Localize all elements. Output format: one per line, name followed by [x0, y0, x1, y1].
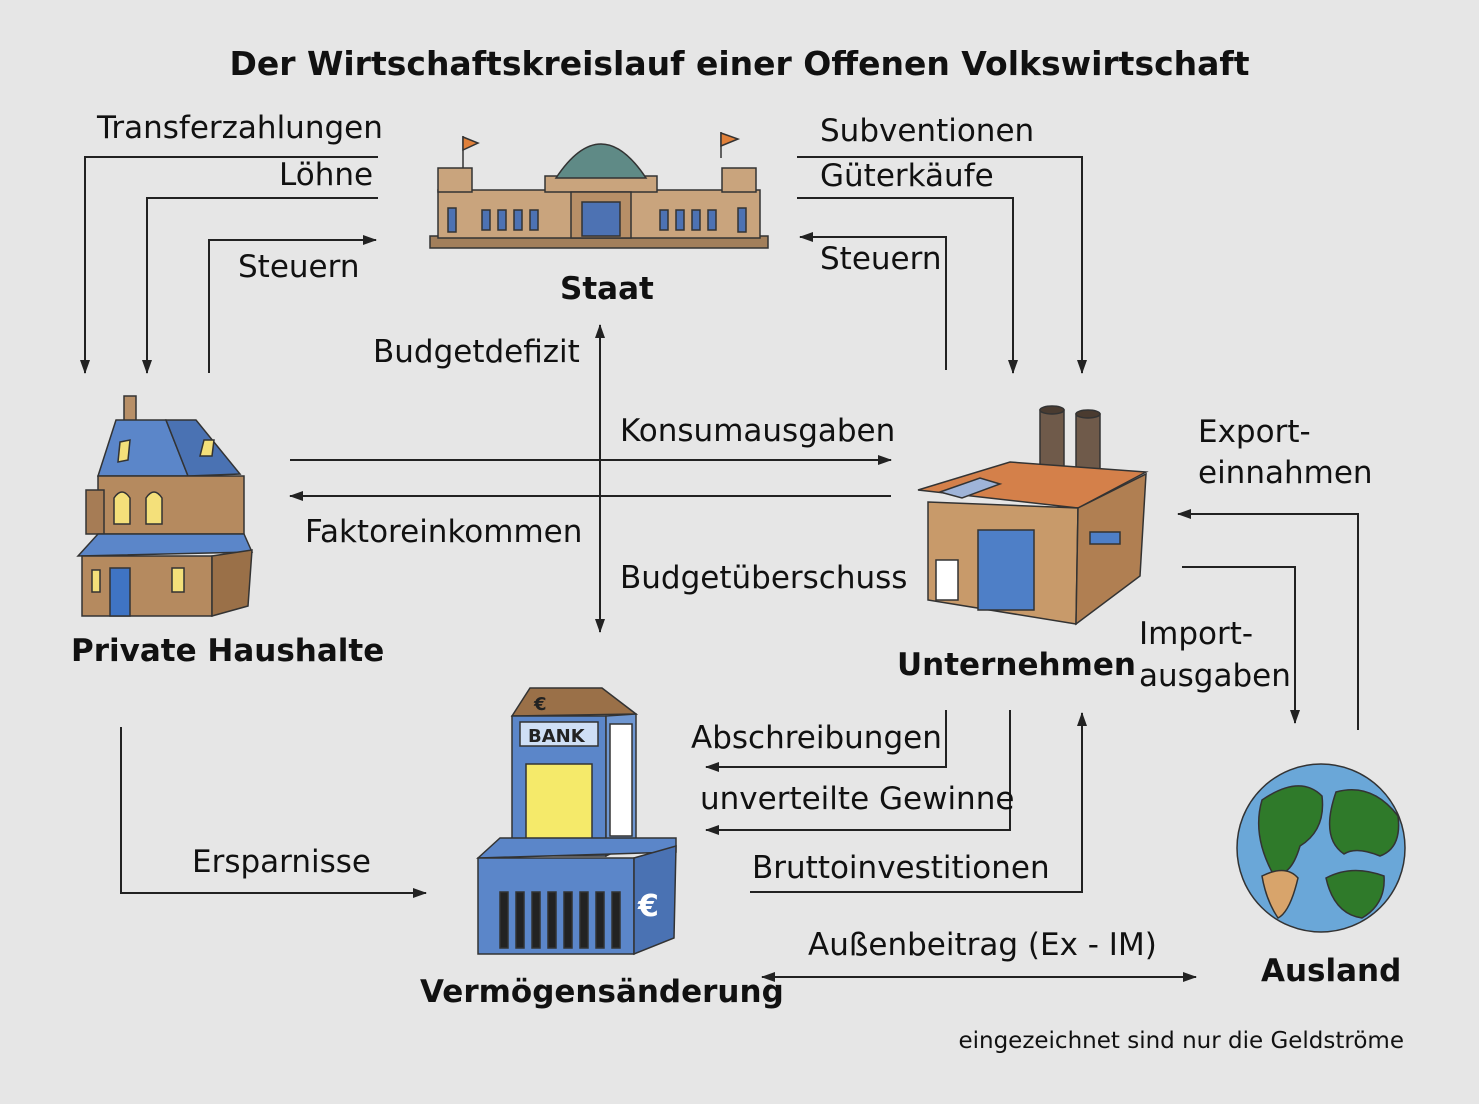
arrow-ersparnisse: [120, 727, 427, 898]
arrow-bruttoinvestitionen: [750, 712, 1087, 893]
flow-label-ersparnisse: Ersparnisse: [192, 844, 371, 880]
flow-label-budgetdefizit: Budgetdefizit: [373, 334, 580, 370]
flow-label-exporteinnahmen-2: einnahmen: [1198, 455, 1373, 491]
flow-label-unverteilte-gewinne: unverteilte Gewinne: [700, 781, 1015, 817]
arrow-subventionen: [797, 156, 1087, 374]
flow-label-gueterkaeufe: Güterkäufe: [820, 158, 994, 194]
flow-label-bruttoinvestitionen: Bruttoinvestitionen: [752, 850, 1050, 886]
flow-label-abschreibungen: Abschreibungen: [691, 720, 942, 756]
unternehmen-factory-icon: [917, 405, 1149, 626]
flow-label-loehne: Löhne: [279, 157, 374, 193]
flow-label-aussenbeitrag: Außenbeitrag (Ex - IM): [808, 927, 1157, 963]
node-label-haushalte: Private Haushalte: [71, 633, 385, 669]
staat-building-icon: [429, 131, 769, 249]
arrow-gueterkaeufe: [797, 197, 1018, 374]
node-label-vermoegen: Vermögensänderung: [420, 974, 784, 1010]
flow-label-importausgaben-1: Import-: [1139, 616, 1254, 652]
node-label-ausland: Ausland: [1261, 953, 1402, 989]
flow-label-exporteinnahmen-1: Export-: [1198, 414, 1311, 450]
node-label-staat: Staat: [560, 271, 654, 307]
haushalte-house-icon: [76, 395, 254, 617]
arrow-steuern-unternehmen: [799, 232, 947, 370]
ausland-globe-icon: [1236, 763, 1406, 933]
flow-label-subventionen: Subventionen: [820, 113, 1035, 149]
node-label-unternehmen: Unternehmen: [897, 647, 1136, 683]
flow-label-importausgaben-2: ausgaben: [1139, 658, 1291, 694]
arrow-steuern-haushalte: [208, 235, 377, 373]
vermoegen-bank-icon: BANK € €: [475, 687, 677, 956]
flow-label-steuern-haushalte: Steuern: [238, 249, 360, 285]
euro-sign-top: €: [533, 694, 547, 715]
page-title: Der Wirtschaftskreislauf einer Offenen V…: [229, 44, 1250, 83]
arrow-importausgaben: [1182, 566, 1300, 724]
euro-sign-side: €: [637, 889, 659, 924]
arrow-loehne: [142, 197, 378, 374]
arrow-exporteinnahmen: [1177, 509, 1359, 730]
arrow-unverteilte-gewinne: [705, 710, 1011, 835]
arrow-abschreibungen: [705, 710, 947, 772]
flow-label-transferzahlungen: Transferzahlungen: [97, 110, 383, 146]
arrow-transferzahlungen: [80, 156, 378, 374]
flow-label-budgetueberschuss: Budgetüberschuss: [620, 560, 908, 596]
flow-label-konsumausgaben: Konsumausgaben: [620, 413, 896, 449]
flow-label-steuern-unternehmen: Steuern: [820, 241, 942, 277]
footnote: eingezeichnet sind nur die Geldströme: [958, 1028, 1404, 1054]
flow-label-faktoreinkommen: Faktoreinkommen: [305, 514, 583, 550]
bank-sign: BANK: [528, 726, 586, 747]
